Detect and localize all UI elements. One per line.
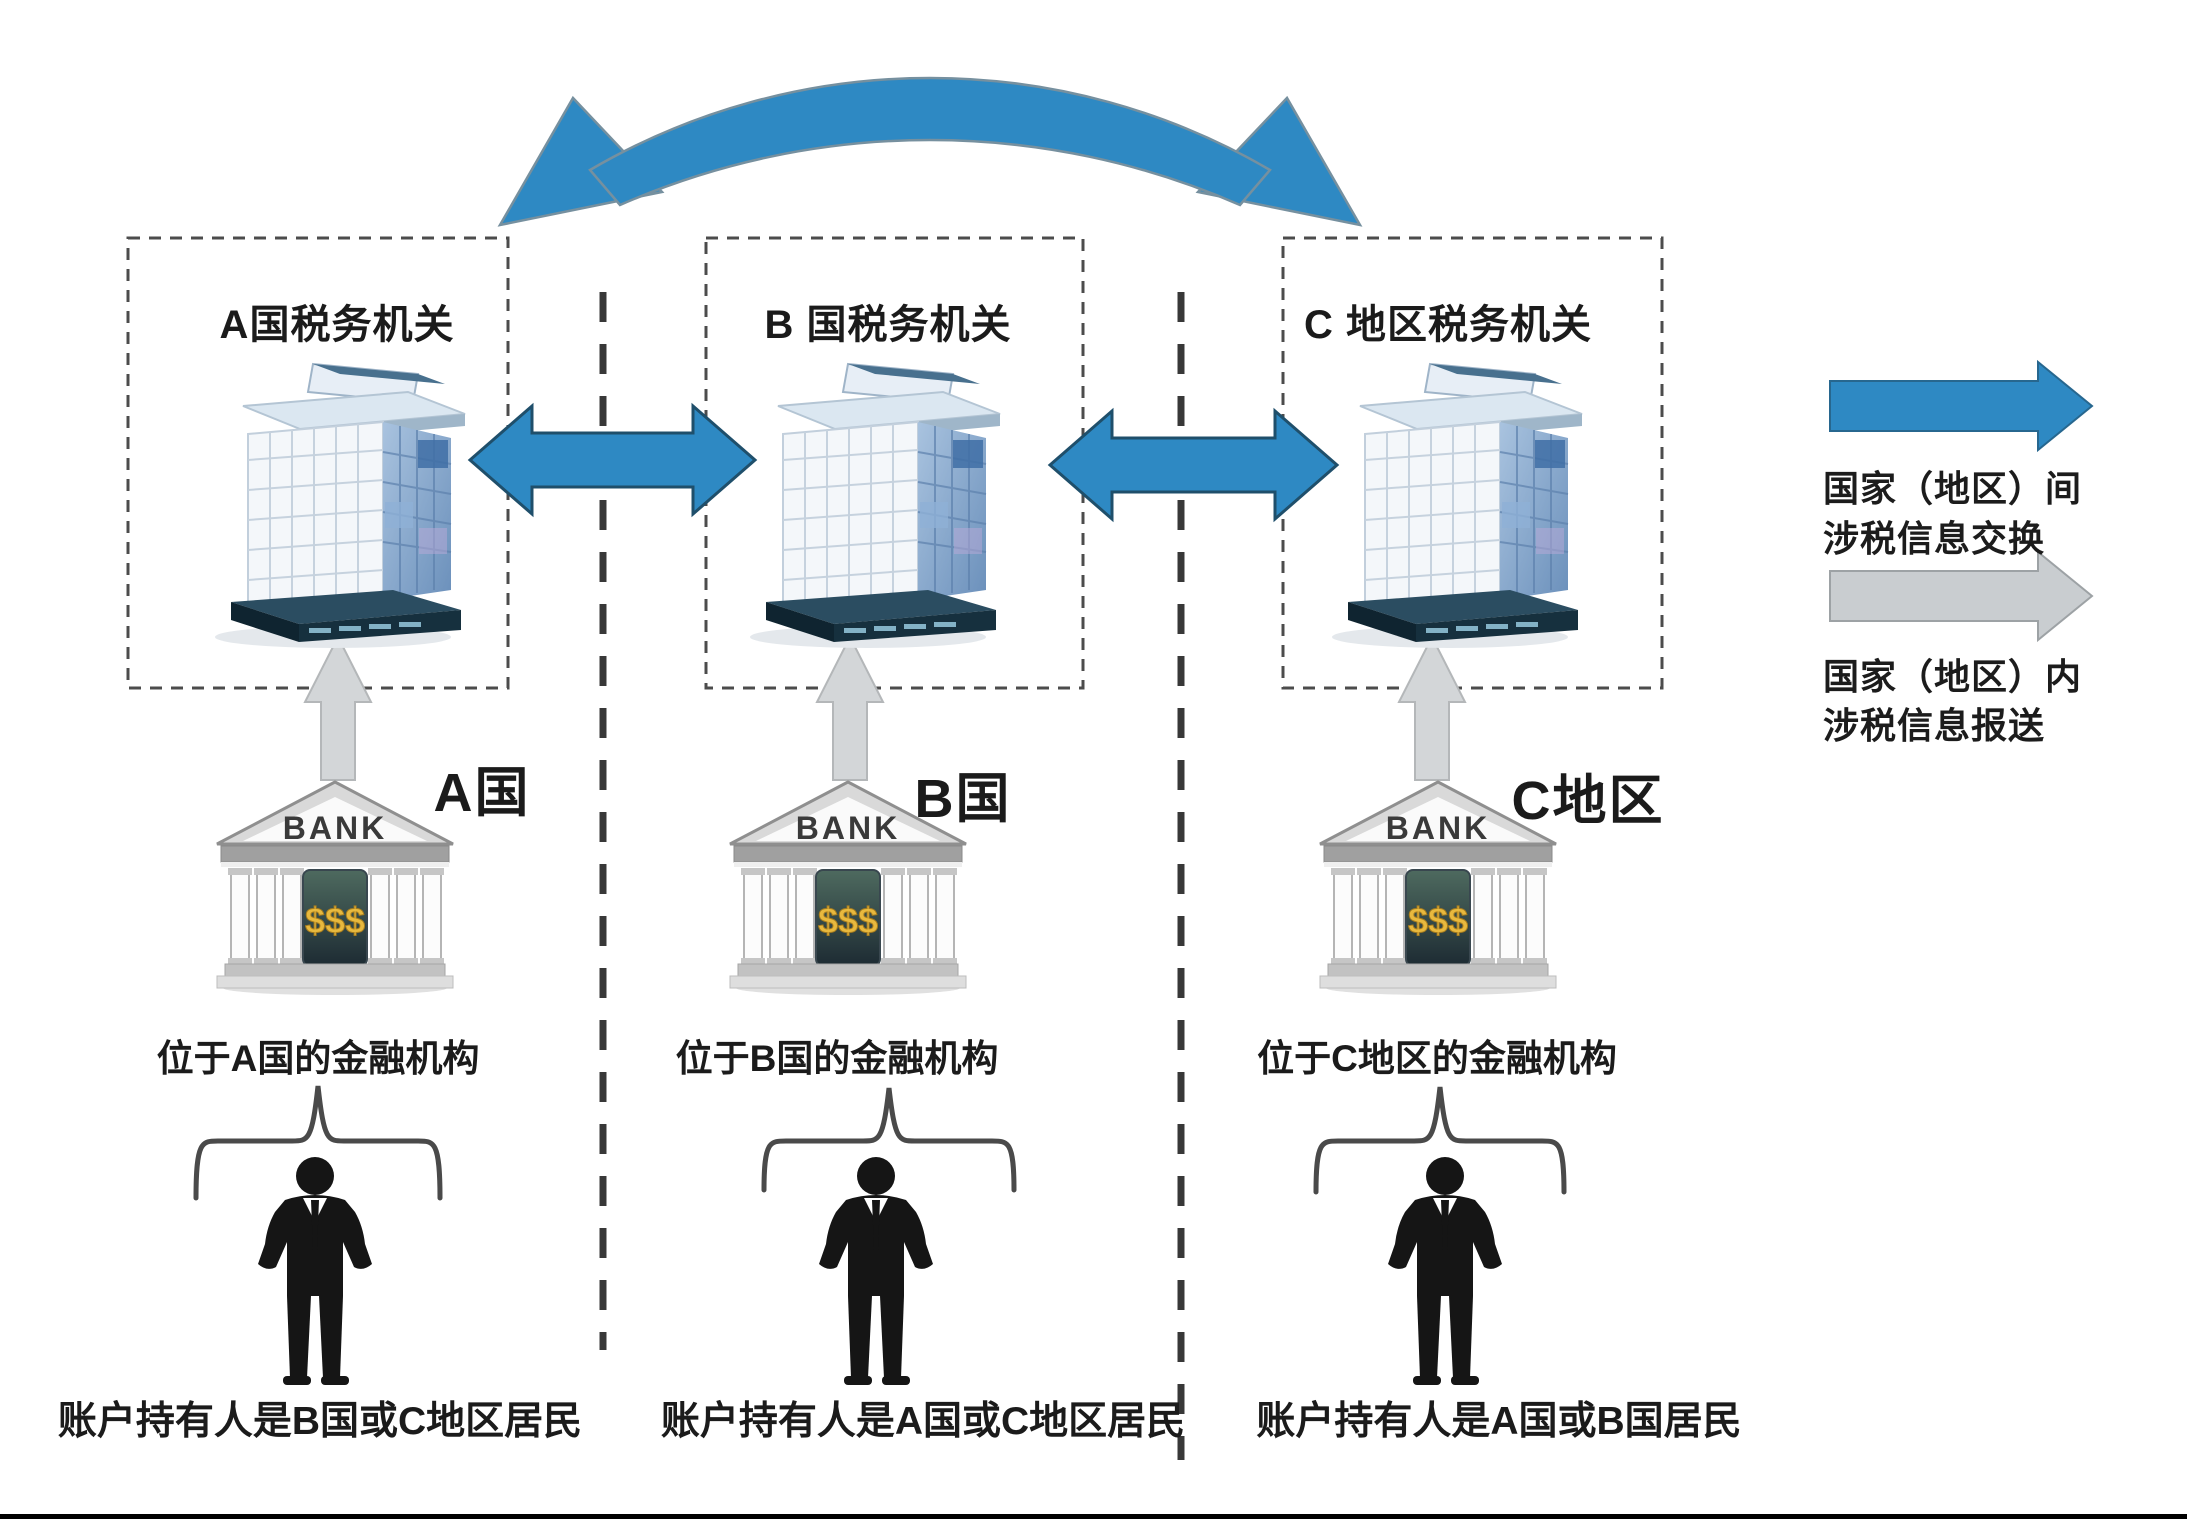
account-holder-label-a: 账户持有人是B国或C地区居民 [57,1400,583,1443]
bank-a-icon [215,780,455,997]
bottom-window-edge [0,1514,2187,1519]
legend-exchange-line2: 涉税信息交换 [1823,518,2046,559]
institution-label-c: 位于C地区的金融机构 [1257,1038,1617,1079]
brace-c [1313,1086,1567,1195]
legend-report-arrow [1829,549,2094,643]
account-holder-c-icon [1388,1157,1502,1385]
legend-exchange-line1: 国家（地区）间 [1823,468,2083,509]
account-holder-a-icon [258,1157,372,1385]
tax-authority-title-a: A国税务机关 [219,303,455,347]
tax-building-b-icon [749,363,1001,649]
report-arrow-c [1397,634,1467,781]
legend-report-line2: 涉税信息报送 [1823,705,2046,746]
curved-exchange-arrow [497,76,1363,227]
brace-a [193,1085,443,1201]
region-label-a: A国 [433,763,531,823]
report-arrow-b [815,634,885,781]
legend-exchange-arrow [1829,359,2094,453]
tax-building-a-icon [214,363,466,649]
region-label-c: C地区 [1511,771,1665,831]
tax-authority-title-b: B 国税务机关 [764,303,1012,347]
legend-report-line1: 国家（地区）内 [1823,656,2083,697]
tax-authority-title-c: C 地区税务机关 [1304,303,1592,347]
region-label-b: B国 [914,769,1012,829]
report-arrow-a [303,634,373,781]
exchange-arrow-b-c [1047,407,1340,523]
account-holder-b-icon [819,1157,933,1385]
institution-label-a: 位于A国的金融机构 [156,1038,480,1079]
account-holder-label-c: 账户持有人是A国或B国居民 [1256,1400,1742,1443]
tax-building-c-icon [1331,363,1583,649]
institution-label-b: 位于B国的金融机构 [675,1038,999,1079]
exchange-arrow-a-b [467,402,758,518]
account-holder-label-b: 账户持有人是A国或C地区居民 [660,1400,1186,1443]
brace-b [761,1087,1017,1193]
